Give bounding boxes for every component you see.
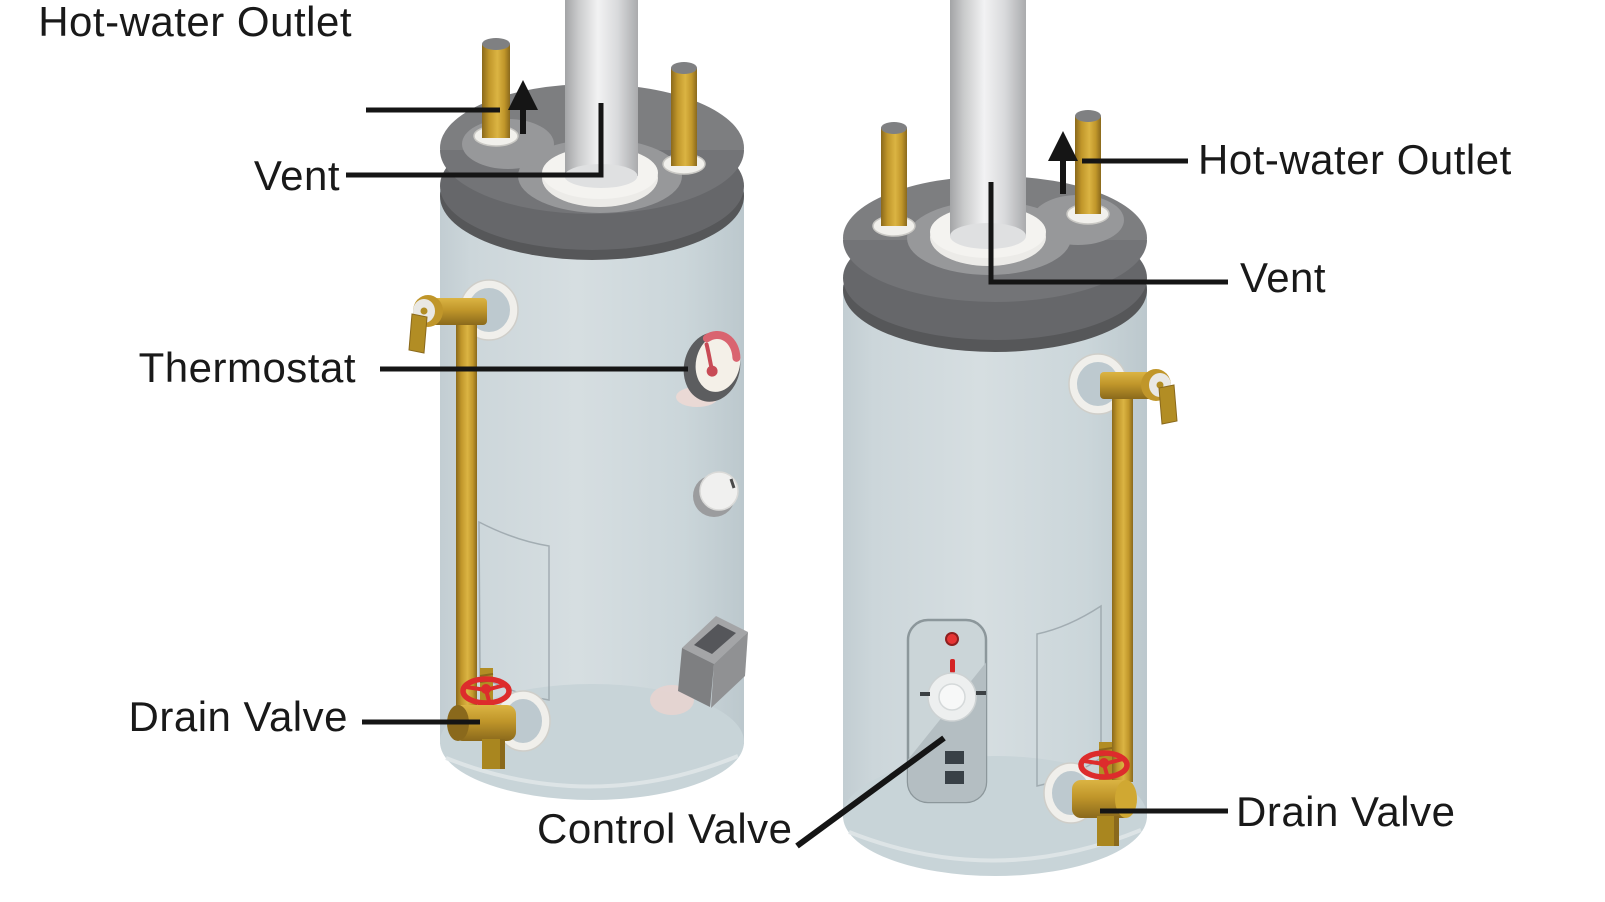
downpipe-left	[456, 316, 477, 708]
leader-lines	[346, 103, 1228, 849]
pilot-light	[945, 632, 959, 646]
inlet-lever-left	[408, 313, 428, 354]
label-control-valve: Control Valve	[537, 805, 793, 852]
vent-leader-right	[988, 182, 1228, 285]
label-hot-water-outlet-left: Hot-water Outlet	[38, 0, 352, 45]
burner-access-box	[650, 616, 748, 715]
up-arrow-left-icon	[508, 80, 538, 134]
panel-switch-top	[945, 751, 964, 764]
tank-bottom-highlight-left	[445, 754, 739, 789]
drain-valve-left	[447, 668, 551, 769]
label-hot-water-outlet-right: Hot-water Outlet	[1198, 136, 1512, 183]
water-heater-right	[843, 0, 1178, 876]
vent-leader-left	[346, 103, 604, 178]
panel-switch-bottom	[945, 771, 964, 784]
label-vent-right: Vent	[1240, 254, 1327, 301]
side-inlet-right	[1068, 353, 1178, 782]
label-vent-left: Vent	[253, 152, 340, 199]
label-thermostat: Thermostat	[138, 344, 356, 391]
hot-water-outlet-pipe-right	[1066, 110, 1110, 225]
control-valve-leader	[795, 735, 946, 849]
control-valve-panel	[906, 618, 988, 804]
dial-pointer-mark	[950, 659, 955, 673]
inlet-lever-right	[1158, 384, 1178, 425]
hot-water-outlet-pipe-left	[473, 38, 519, 147]
access-panel-outline-left	[478, 520, 550, 701]
inlet-stub-pipe-left	[662, 62, 706, 175]
side-inlet-left	[408, 279, 519, 708]
thermostat-gauge	[676, 331, 741, 407]
dial-tick-right	[976, 691, 986, 695]
inlet-stub-pipe-right	[872, 122, 916, 237]
up-arrow-right-icon	[1048, 131, 1078, 194]
water-heater-left	[408, 0, 748, 800]
control-dial-inner	[938, 683, 966, 711]
vent-pipe-right	[950, 0, 1026, 249]
temperature-knob	[693, 471, 739, 517]
downpipe-right	[1112, 390, 1133, 782]
dial-tick-left	[920, 692, 930, 696]
flow-arrows	[508, 80, 1078, 194]
label-drain-valve-right: Drain Valve	[1236, 788, 1456, 835]
label-drain-valve-left: Drain Valve	[128, 693, 348, 740]
